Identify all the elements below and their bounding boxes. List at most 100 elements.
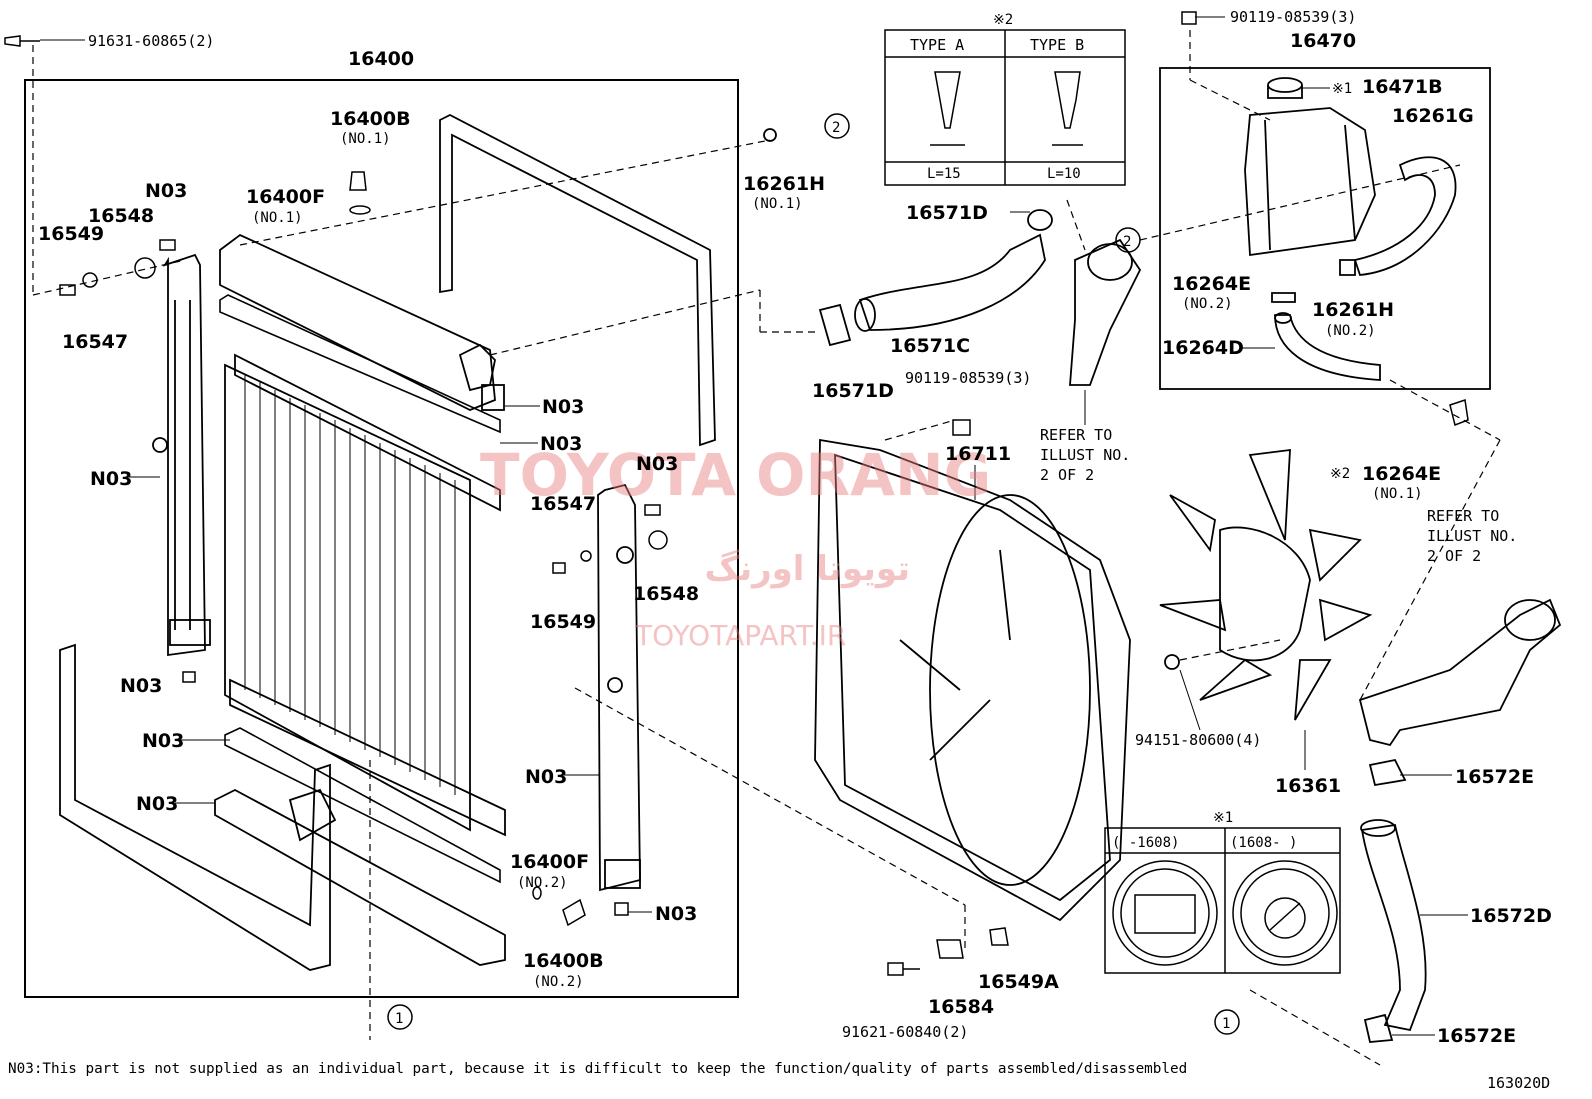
- label-leader-lines: [40, 16, 1468, 1036]
- leader-dashed-lines: [32, 30, 1501, 1066]
- small-fasteners-left: [4, 35, 668, 927]
- label-n03-c: N03: [540, 433, 582, 455]
- label-n03-f: N03: [142, 730, 184, 752]
- type-box-mark: ※2: [993, 12, 1013, 28]
- label-16711: 16711: [945, 443, 1011, 465]
- label-16572d: 16572D: [1470, 905, 1552, 927]
- left-radiator-support: [152, 253, 211, 657]
- label-n03-j: N03: [655, 903, 697, 925]
- label-16470: 16470: [1290, 30, 1356, 52]
- label-16547-b: 16547: [530, 493, 596, 515]
- label-16549-b: 16549: [530, 611, 596, 633]
- label-mark2: ※2: [1330, 466, 1350, 482]
- lower-seal: [224, 727, 501, 884]
- upper-frame-seal: [439, 113, 716, 447]
- label-no1-b: (NO.1): [252, 210, 303, 226]
- label-n03-g: N03: [136, 793, 178, 815]
- label-16572e-a: 16572E: [1455, 766, 1534, 788]
- label-90119-b: 90119-08539(3): [1230, 8, 1356, 26]
- type-box: [884, 29, 1126, 186]
- cap-box: [1104, 827, 1341, 974]
- label-no1-d: (NO.1): [1372, 486, 1423, 502]
- label-16584: 16584: [928, 996, 994, 1018]
- label-16400b-2: 16400B: [523, 950, 604, 972]
- label-16571d-a: 16571D: [906, 202, 988, 224]
- reservoir-frame: [1159, 67, 1491, 390]
- label-refer-a-2: ILLUST NO.: [1040, 446, 1130, 464]
- hose-16572: [1360, 758, 1427, 1043]
- circle-1-b: 1: [1222, 1016, 1230, 1032]
- cap-box-right-header: (1608- ): [1230, 835, 1297, 851]
- label-n03-d: N03: [90, 468, 132, 490]
- circle-markers: [387, 113, 1240, 1035]
- type-b-length: L=10: [1047, 166, 1081, 182]
- right-radiator-support: [597, 483, 641, 892]
- label-no2-d: (NO.2): [1325, 323, 1376, 339]
- label-16264d: 16264D: [1162, 337, 1244, 359]
- label-16549-a: 16549: [38, 223, 104, 245]
- label-16572e-b: 16572E: [1437, 1025, 1516, 1047]
- label-16549a: 16549A: [978, 971, 1059, 993]
- label-refer-b-2: ILLUST NO.: [1427, 527, 1517, 545]
- diagram-code: 163020D: [1487, 1074, 1550, 1092]
- label-94151: 94151-80600(4): [1135, 731, 1261, 749]
- label-refer-b-3: 2 OF 2: [1427, 547, 1481, 565]
- label-90119-a: 90119-08539(3): [905, 369, 1031, 387]
- watermark-line2: تویوتا اورنگ: [705, 549, 910, 589]
- water-inlet-pipe: [1358, 598, 1562, 747]
- radiator-core: [224, 353, 506, 837]
- type-a-length: L=15: [927, 166, 961, 182]
- watermark: TOYOTA ORANG تویوتا اورنگ TOYOTAPART.IR: [480, 441, 991, 652]
- label-no2-a: (NO.2): [517, 875, 568, 891]
- label-n03-h: N03: [636, 453, 678, 475]
- cap-box-mark: ※1: [1213, 810, 1233, 826]
- reservoir-tank: [1244, 77, 1457, 381]
- label-16261h-1: 16261H: [743, 173, 825, 195]
- label-16400f-2: 16400F: [510, 851, 589, 873]
- label-16400: 16400: [348, 48, 414, 70]
- watermark-line1: TOYOTA ORANG: [480, 441, 991, 509]
- label-16261h-2: 16261H: [1312, 299, 1394, 321]
- footer-note: N03:This part is not supplied as an indi…: [8, 1061, 1187, 1077]
- label-refer-b-1: REFER TO: [1427, 507, 1499, 525]
- label-16548-a: 16548: [88, 205, 154, 227]
- label-n03-e: N03: [120, 675, 162, 697]
- label-no2-c: (NO.2): [1182, 296, 1233, 312]
- label-no1-c: (NO.1): [752, 196, 803, 212]
- label-n03-b: N03: [542, 396, 584, 418]
- label-16547-a: 16547: [62, 331, 128, 353]
- radiator-assembly-frame: [24, 79, 739, 998]
- label-16571d-b: 16571D: [812, 380, 894, 402]
- label-91631: 91631-60865(2): [88, 32, 214, 50]
- label-no1-a: (NO.1): [340, 131, 391, 147]
- label-mark1: ※1: [1332, 81, 1352, 97]
- label-16548-b: 16548: [633, 583, 699, 605]
- cap-box-left-header: ( -1608): [1112, 835, 1179, 851]
- label-91621: 91621-60840(2): [842, 1023, 968, 1041]
- lower-tank: [214, 788, 506, 966]
- label-n03-a: N03: [145, 180, 187, 202]
- label-16571c: 16571C: [890, 335, 970, 357]
- label-16261g: 16261G: [1392, 105, 1474, 127]
- cooling-fan: [1159, 448, 1373, 721]
- circle-2-a: 2: [832, 120, 840, 136]
- circle-2-b: 2: [1123, 234, 1131, 250]
- water-outlet: [1069, 238, 1142, 386]
- label-16400f-1: 16400F: [246, 186, 325, 208]
- fan-shroud: [814, 438, 1131, 922]
- hose-16571: [763, 128, 1053, 347]
- label-refer-a-1: REFER TO: [1040, 426, 1112, 444]
- watermark-line3: TOYOTAPART.IR: [634, 619, 846, 652]
- upper-seal: [219, 294, 501, 434]
- type-b-label: TYPE B: [1030, 36, 1084, 54]
- label-16361: 16361: [1275, 775, 1341, 797]
- clip-16264e: [1449, 399, 1469, 427]
- label-refer-a-3: 2 OF 2: [1040, 466, 1094, 484]
- lower-frame-seal: [59, 643, 331, 971]
- label-16264e-1: 16264E: [1362, 463, 1441, 485]
- type-a-label: TYPE A: [910, 36, 964, 54]
- label-16264e-2: 16264E: [1172, 273, 1251, 295]
- circle-1-a: 1: [395, 1011, 403, 1027]
- label-16400b-1: 16400B: [330, 108, 411, 130]
